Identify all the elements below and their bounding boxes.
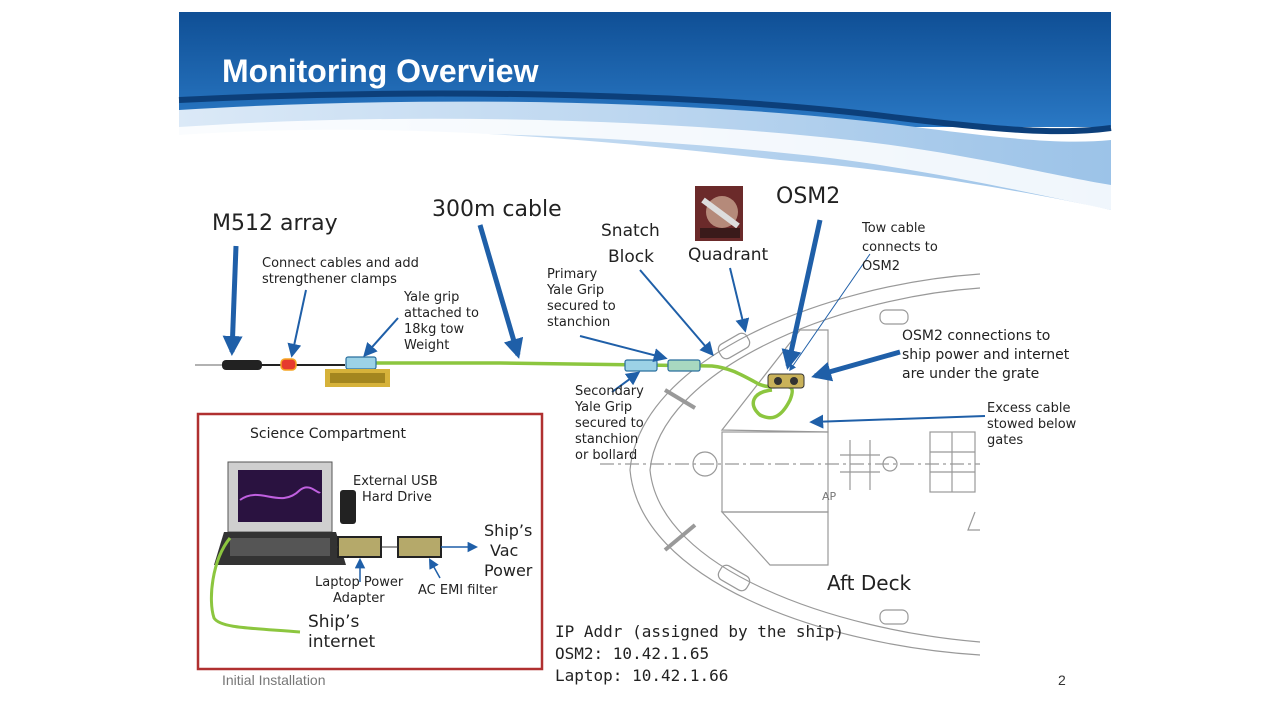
label-quadrant: Quadrant: [688, 245, 769, 265]
label-primary-grip-3: secured to: [547, 299, 616, 314]
label-laptop-power-2: Adapter: [333, 591, 385, 606]
label-secondary-grip-2: Yale Grip: [574, 400, 632, 415]
slide-footer: Initial Installation: [222, 672, 326, 688]
label-secondary-grip-4: stanchion: [575, 432, 638, 447]
label-tow-cable-1: Tow cable: [861, 221, 925, 236]
label-connect-cables-1: Connect cables and add: [262, 256, 419, 271]
compartment-wiring: [209, 537, 479, 634]
page-number: 2: [1058, 672, 1066, 688]
external-usb-drive: [340, 490, 356, 524]
label-snatch-block-1: Snatch: [601, 221, 660, 241]
label-aft-deck: Aft Deck: [827, 571, 912, 595]
label-vac-power-1: Ship’s: [484, 521, 532, 540]
laptop-power-adapter-box: [337, 536, 382, 558]
label-laptop-power-1: Laptop Power: [315, 575, 404, 590]
label-ap-marker: AP: [822, 490, 837, 503]
yale-grip-weight: [325, 356, 390, 387]
callout-arrows: [222, 219, 986, 429]
label-primary-grip-4: stanchion: [547, 315, 610, 330]
strengthener-clamp: [280, 358, 297, 371]
label-ships-internet-1: Ship’s: [308, 612, 359, 632]
label-excess-cable-3: gates: [987, 433, 1023, 448]
label-ships-internet-2: internet: [308, 632, 376, 652]
ac-emi-filter-box: [397, 536, 442, 558]
label-300m-cable: 300m cable: [432, 197, 562, 222]
label-connect-cables-2: strengthener clamps: [262, 272, 397, 287]
label-tow-cable-3: OSM2: [862, 259, 900, 274]
label-tow-cable-2: connects to: [862, 240, 938, 255]
slide-title: Monitoring Overview: [222, 53, 539, 89]
label-osm2-connections-1: OSM2 connections to: [902, 328, 1050, 344]
primary-yale-grip-device: [667, 359, 701, 372]
label-ac-emi-filter: AC EMI filter: [418, 583, 498, 598]
quadrant-photo: [695, 186, 743, 241]
ip-heading: IP Addr (assigned by the ship): [555, 622, 844, 641]
label-excess-cable-2: stowed below: [987, 417, 1077, 432]
slide-header: [178, 12, 1112, 210]
label-vac-power-3: Power: [484, 561, 533, 580]
diagram-labels: M512 array 300m cable Connect cables and…: [212, 184, 1077, 688]
label-osm2-connections-3: are under the grate: [902, 366, 1039, 382]
label-secondary-grip-5: or bollard: [575, 448, 637, 463]
label-yale-grip-2: attached to: [404, 306, 479, 321]
osm2-device: [767, 373, 805, 389]
ship-stern-outline: [600, 273, 981, 656]
label-primary-grip-2: Yale Grip: [546, 283, 604, 298]
label-m512-array: M512 array: [212, 211, 338, 236]
label-vac-power-2: Vac: [490, 541, 518, 560]
science-compartment-title: Science Compartment: [250, 426, 407, 442]
label-primary-grip-1: Primary: [547, 267, 598, 282]
ip-osm2: OSM2: 10.42.1.65: [555, 644, 709, 663]
label-excess-cable-1: Excess cable: [987, 401, 1070, 416]
label-external-usb-2: Hard Drive: [362, 490, 432, 505]
label-secondary-grip-1: Secondary: [575, 384, 644, 399]
label-secondary-grip-3: secured to: [575, 416, 644, 431]
label-yale-grip-1: Yale grip: [403, 290, 459, 305]
label-osm2-connections-2: ship power and internet: [902, 347, 1070, 363]
ip-laptop: Laptop: 10.42.1.66: [555, 666, 728, 685]
label-external-usb-1: External USB: [353, 474, 438, 489]
m512-array-body: [222, 360, 262, 370]
secondary-yale-grip-device: [624, 359, 658, 372]
label-yale-grip-4: Weight: [404, 338, 449, 353]
label-osm2: OSM2: [776, 184, 840, 209]
label-yale-grip-3: 18kg tow: [404, 322, 465, 337]
label-snatch-block-2: Block: [608, 247, 654, 267]
laptop-image: [214, 461, 346, 565]
tow-cable-line: [195, 361, 794, 420]
